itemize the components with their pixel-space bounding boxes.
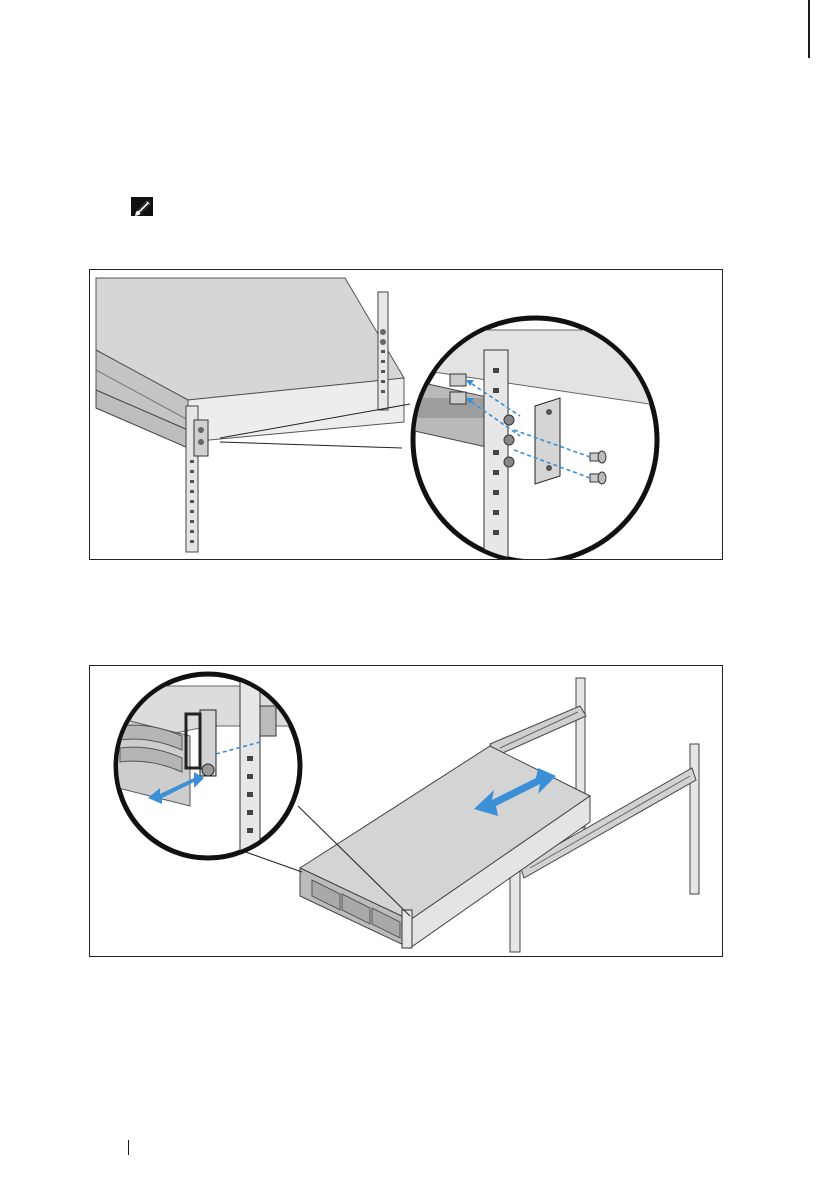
note-pencil-icon: [130, 196, 156, 218]
page-edge-rule: [808, 0, 810, 58]
system-slide-illustration: [89, 665, 723, 957]
rail-bracket-illustration: [89, 269, 723, 560]
footer-rule: [128, 1140, 129, 1155]
